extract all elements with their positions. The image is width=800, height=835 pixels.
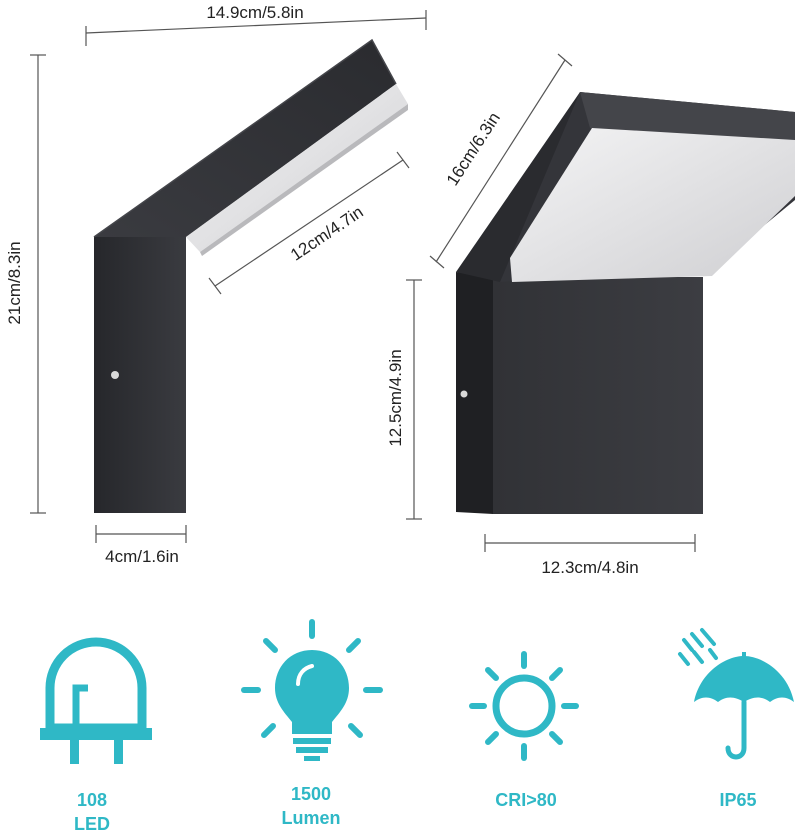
right-lamp-diffuser xyxy=(510,128,795,282)
left-lamp xyxy=(93,38,408,513)
right-lamp-sensor xyxy=(460,390,468,398)
sun-icon xyxy=(469,651,579,761)
dimension-lines xyxy=(30,10,696,552)
right-lamp xyxy=(456,92,795,514)
right-lamp-front xyxy=(493,277,703,514)
dim-right-shade-label: 16cm/6.3in xyxy=(443,109,504,189)
dim-right-width-label: 12.3cm/4.8in xyxy=(541,558,638,577)
left-lamp-body xyxy=(94,237,186,513)
feature-cri: CRI>80 xyxy=(495,790,557,810)
dim-left-height-label: 21cm/8.3in xyxy=(5,241,24,324)
dim-right-height-label: 12.5cm/4.9in xyxy=(386,349,405,446)
feature-lumen-count: 1500 xyxy=(291,784,331,804)
dim-left-width-label: 14.9cm/5.8in xyxy=(206,3,303,22)
left-lamp-sensor xyxy=(111,371,119,379)
led-icon xyxy=(40,637,152,764)
left-lamp-arm xyxy=(94,40,396,237)
feature-led-label: LED xyxy=(74,814,110,834)
bulb-icon xyxy=(241,619,383,761)
feature-lumen-label: Lumen xyxy=(281,808,340,828)
feature-ip-rating: IP65 xyxy=(719,790,756,810)
left-lamp-diffuser xyxy=(186,84,408,252)
right-lamp-side xyxy=(456,272,493,514)
feature-led-count: 108 xyxy=(77,790,107,810)
dim-left-depth-label: 4cm/1.6in xyxy=(105,547,179,566)
umbrella-icon xyxy=(678,628,794,760)
